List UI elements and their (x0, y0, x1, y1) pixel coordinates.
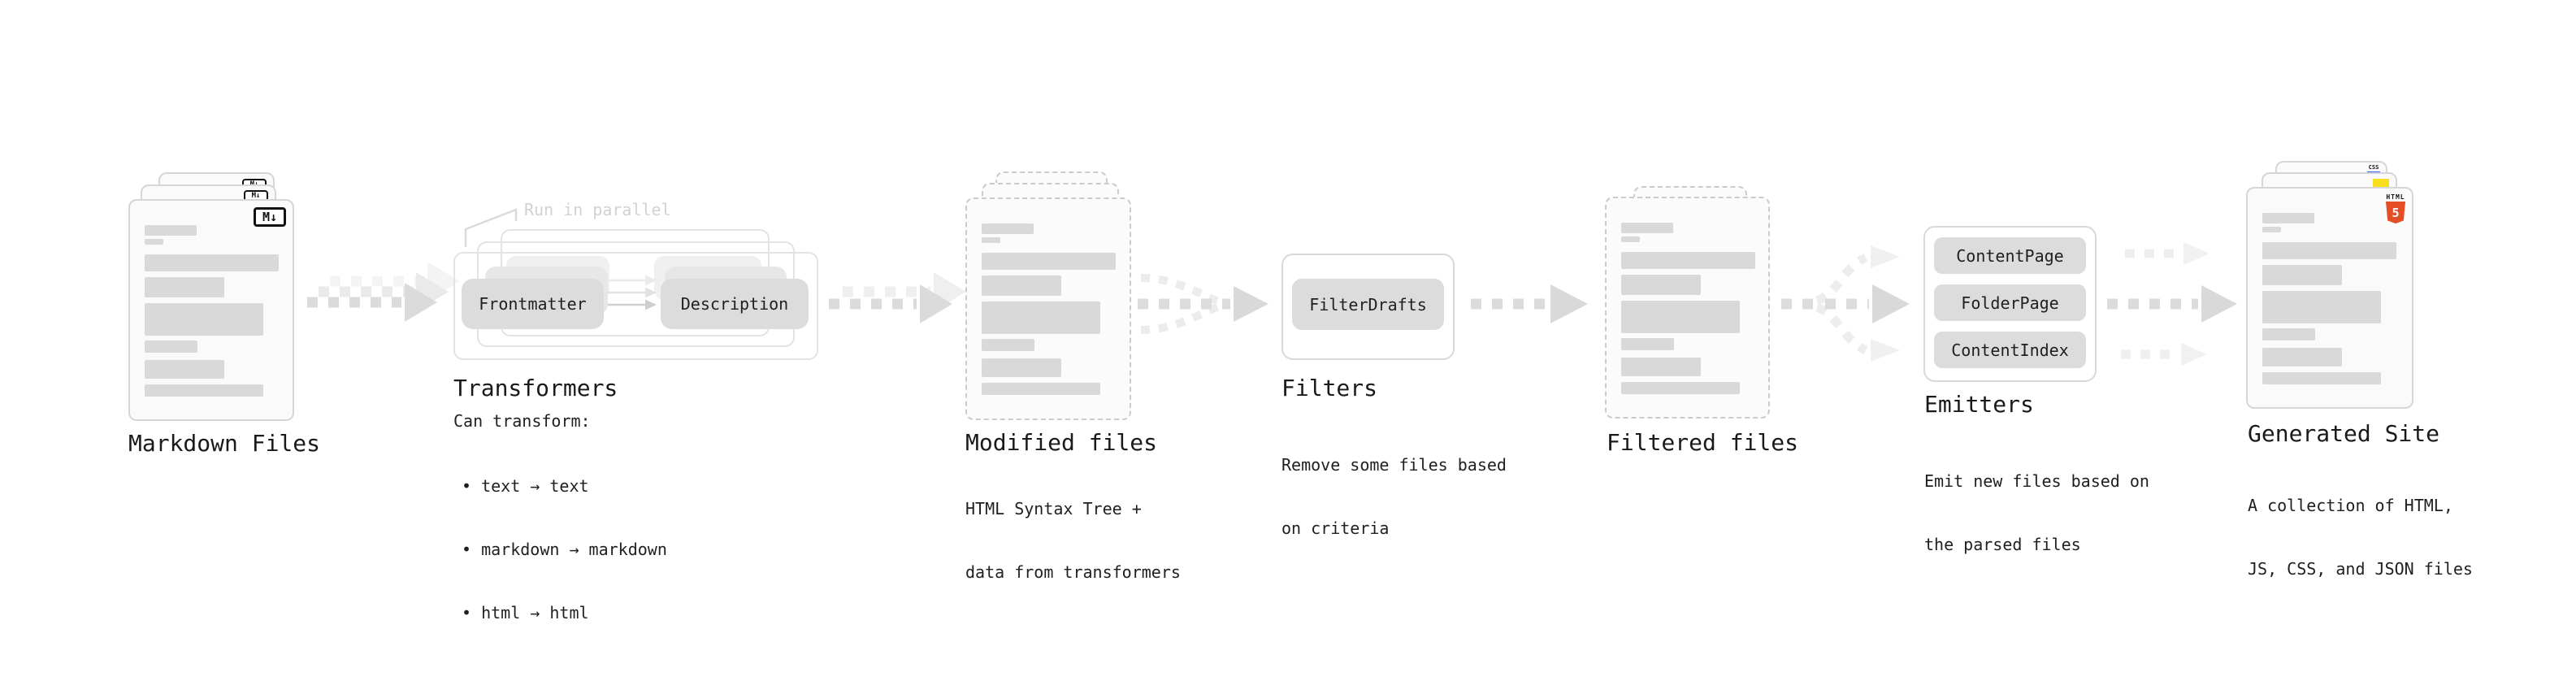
pill-label: FilterDrafts (1309, 294, 1427, 314)
pill-label: ContentPage (1956, 245, 2064, 266)
text-line (982, 275, 1061, 296)
text-line (1621, 275, 1701, 295)
text-line (145, 303, 263, 336)
bullet-item: • html → html (462, 603, 589, 622)
file-card-front (1605, 197, 1770, 419)
text-line (2262, 227, 2281, 232)
emitter-pill-folderpage: FolderPage (1934, 284, 2086, 321)
desc-line: HTML Syntax Tree + (965, 499, 1142, 518)
desc-line: the parsed files (1924, 535, 2081, 554)
annotation-run-in-parallel: Run in parallel (524, 200, 671, 219)
emitter-pill-contentpage: ContentPage (1934, 237, 2086, 274)
transformers-note: Can transform: (453, 411, 591, 431)
js-icon (2373, 179, 2389, 188)
text-line (1621, 252, 1755, 269)
pill-label: Description (680, 294, 789, 314)
flow-arrow-filtered-to-emitters (1781, 245, 1910, 362)
html5-icon: HTML 5 (2386, 193, 2405, 223)
filter-pill-filterdrafts: FilterDrafts (1292, 279, 1444, 330)
desc-line: data from transformers (965, 562, 1181, 582)
text-line (982, 339, 1034, 351)
desc-line: on criteria (1281, 518, 1390, 538)
transformer-pill-description: Description (661, 279, 809, 329)
transformer-pill-frontmatter: Frontmatter (462, 279, 604, 329)
filters-desc: Remove some files based on criteria (1281, 412, 1507, 581)
flow-arrow-modified-to-filters (1138, 274, 1268, 334)
flow-arrow-filters-to-filtered (1471, 284, 1588, 323)
pill-label: Frontmatter (479, 294, 587, 314)
stage-title-generated-site: Generated Site (2248, 420, 2440, 447)
text-line (1621, 301, 1740, 333)
bullet-item: • markdown → markdown (462, 540, 667, 559)
desc-line: Remove some files based (1281, 455, 1507, 475)
desc-line: A collection of HTML, (2248, 496, 2453, 515)
emitters-desc: Emit new files based on the parsed files (1924, 428, 2149, 597)
html5-icon-label: HTML (2386, 193, 2405, 201)
text-line (145, 239, 163, 245)
text-line (982, 358, 1061, 377)
pill-connector-arrows (608, 275, 657, 310)
html5-icon-number: 5 (2392, 205, 2400, 220)
text-line (982, 383, 1100, 395)
file-card-front: M↓ (128, 199, 294, 421)
generated-site-desc: A collection of HTML, JS, CSS, and JSON … (2248, 453, 2473, 622)
text-line (2262, 328, 2315, 340)
text-line (2262, 213, 2314, 223)
text-line (1621, 236, 1640, 242)
document-text-placeholder (967, 199, 1130, 395)
bullet-item: • text → text (462, 476, 589, 496)
text-line (2262, 291, 2381, 323)
stage-title-filtered-files: Filtered files (1607, 429, 1799, 456)
stage-title-filters: Filters (1281, 375, 1378, 401)
markdown-icon-label: M↓ (262, 210, 278, 224)
text-line (2262, 348, 2342, 367)
stage-title-modified-files: Modified files (965, 429, 1158, 456)
document-text-placeholder (1607, 198, 1768, 394)
annotation-leader-line (464, 208, 518, 247)
text-line (145, 384, 263, 397)
text-line (145, 277, 224, 297)
text-line (1621, 223, 1673, 233)
text-line (145, 340, 197, 353)
emitter-pill-contentindex: ContentIndex (1934, 332, 2086, 368)
desc-line: Emit new files based on (1924, 471, 2149, 491)
stage-title-emitters: Emitters (1924, 391, 2034, 418)
text-line (2262, 265, 2342, 285)
document-text-placeholder (2248, 189, 2412, 384)
text-line (982, 223, 1034, 234)
modified-files-desc: HTML Syntax Tree + data from transformer… (965, 456, 1181, 625)
text-line (982, 237, 1000, 243)
file-card-front (965, 197, 1131, 420)
text-line (145, 225, 197, 236)
text-line (145, 254, 279, 271)
css-icon-label: CSS (2368, 164, 2379, 171)
flow-arrow-emitters-to-generated (2107, 242, 2237, 366)
text-line (1621, 382, 1740, 394)
flow-arrow-transformers-to-modified (829, 272, 966, 323)
file-card-front: HTML 5 (2246, 187, 2413, 409)
text-line (2262, 242, 2396, 259)
text-line (1621, 358, 1701, 376)
flow-arrow-markdown-to-transformers (307, 262, 460, 322)
text-line (982, 301, 1100, 334)
text-line (2262, 372, 2381, 384)
desc-line: JS, CSS, and JSON files (2248, 559, 2473, 579)
pill-label: FolderPage (1961, 293, 2059, 313)
document-text-placeholder (130, 201, 293, 397)
text-line (145, 360, 224, 379)
transformer-frame-front (453, 252, 818, 360)
text-line (1621, 338, 1674, 350)
transformers-bullet-list: • text → text • markdown → markdown • ht… (462, 433, 667, 666)
pill-label: ContentIndex (1951, 340, 2069, 360)
html5-icon-shield: 5 (2386, 202, 2405, 223)
text-line (982, 253, 1116, 270)
stage-title-transformers: Transformers (453, 375, 618, 401)
stage-title-markdown-files: Markdown Files (128, 430, 321, 457)
markdown-icon-label: M↓ (251, 192, 261, 200)
markdown-icon: M↓ (254, 207, 286, 227)
